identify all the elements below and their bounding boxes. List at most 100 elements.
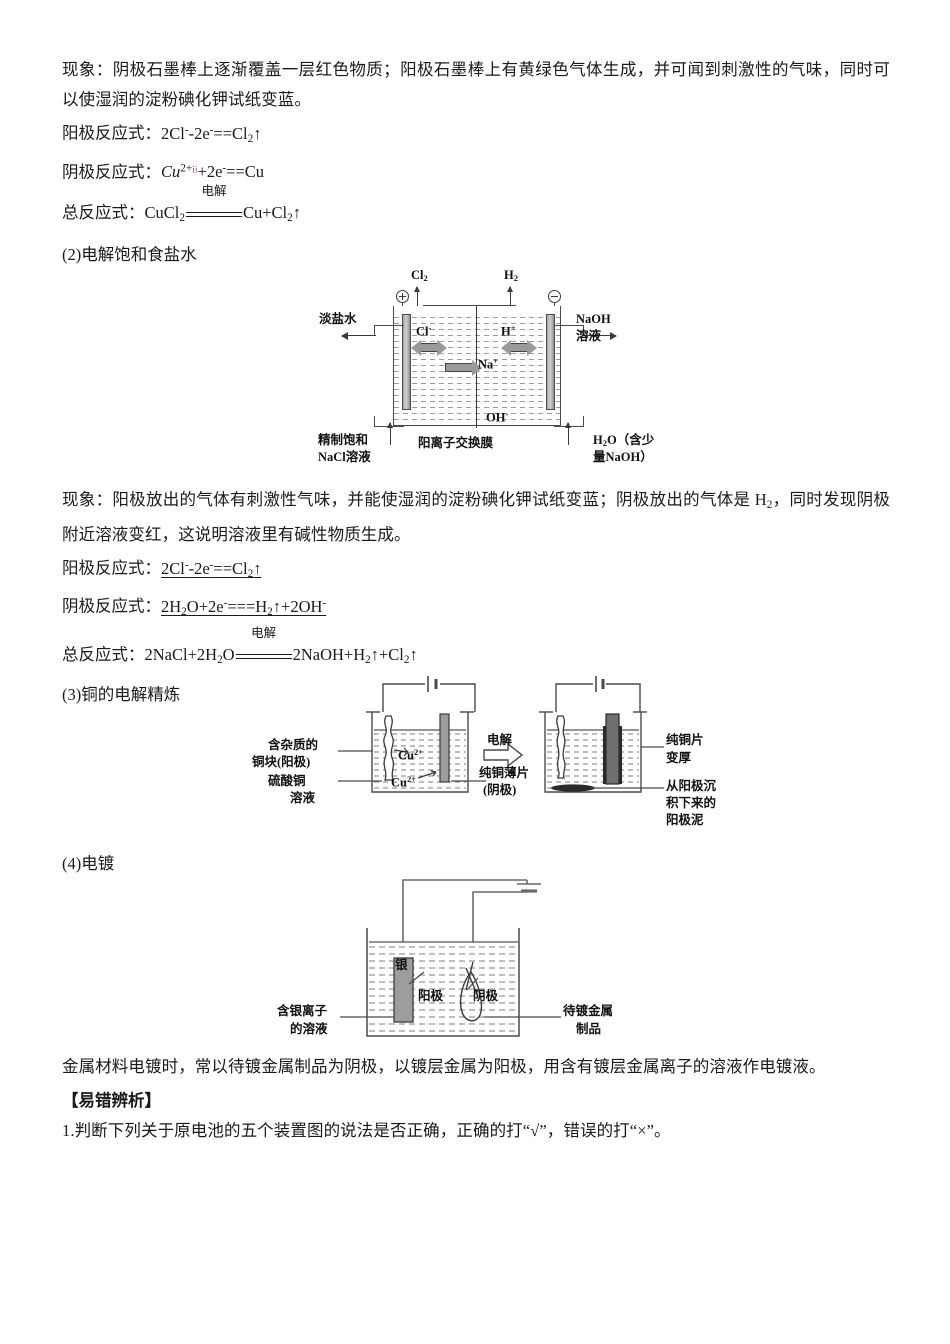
thickened-cathode	[605, 713, 620, 785]
anode-equation-2: 2Cl--2e-==Cl2↑	[161, 558, 262, 580]
label-anode-mud-1: 从阳极沉	[666, 779, 717, 793]
pipe-top-left	[423, 305, 477, 307]
refining-drawing	[338, 676, 664, 793]
terminal-negative	[548, 290, 561, 303]
pipe-right-out-drop	[583, 325, 585, 335]
label-metal-product-1: 待镀金属	[563, 1004, 614, 1018]
heading-2: (2)电解饱和食盐水	[62, 245, 197, 265]
section-title-analysis: 【易错辨析】	[62, 1091, 161, 1110]
label-cl2-gas: Cl2	[411, 268, 428, 284]
terminal-positive	[396, 290, 409, 303]
label-ion-na: Na+	[478, 356, 499, 372]
reaction-arrow-electrolysis: 电解	[185, 185, 242, 223]
label-thicker-copper-2: 变厚	[666, 751, 692, 765]
label-copper-sulfate-2: 溶液	[290, 791, 316, 805]
label-membrane: 阳离子交换膜	[418, 436, 494, 450]
label-metal-product-2: 制品	[576, 1022, 602, 1036]
label-silver-solution-1: 含银离子	[277, 1004, 328, 1018]
arrow-cl2-up	[413, 286, 422, 313]
label-impure-copper-2: 铜块(阳极)	[252, 755, 311, 769]
pipe-left-in-rise	[374, 416, 376, 427]
anode-label-2: 阳极反应式：	[62, 558, 161, 578]
label-dilute-brine: 淡盐水	[319, 312, 357, 326]
phenomenon-sub-2: 2	[766, 498, 773, 511]
pipe-top-right	[476, 305, 516, 307]
label-brine-in-line1: 精制饱和	[318, 433, 369, 447]
arrow-dilute-brine-out	[341, 330, 376, 342]
anode-equation-row-1: 阳极反应式：2Cl--2e-==Cl2↑	[62, 115, 890, 154]
text-content-2: 现象：阳极放出的气体有刺激性气味，并能使湿润的淀粉碘化钾试纸变蓝；阴极放出的气体…	[62, 485, 890, 710]
label-cu-ion-1: Cu2+	[398, 747, 424, 763]
label-anode-mud-2: 积下来的	[666, 796, 717, 810]
label-naoh-line1: NaOH	[576, 312, 611, 326]
figure-electroplating-silver: 银 阳极 阴极 含银离子 的溶液 待镀金属 制品	[277, 872, 665, 1044]
impure-copper-anode	[383, 715, 395, 781]
label-ion-h: H+	[501, 323, 516, 339]
metal-product-cathode	[459, 961, 483, 1022]
cathode-deposit-right	[619, 726, 622, 784]
arrow-h2-up	[506, 286, 515, 313]
arrow-water-in	[564, 422, 573, 445]
phenomenon-text-2a: 阳极放出的气体有刺激性气味，并能使湿润的淀粉碘化钾试纸变蓝；阴极放出的气体是 H	[112, 490, 767, 509]
text-content: 现象：阴极石墨棒上逐渐覆盖一层红色物质；阳极石墨棒上有黄绿色气体生成，并可闻到刺…	[62, 55, 890, 270]
overall-label-2: 总反应式：	[62, 644, 145, 664]
phenomenon-text-2b: ，同时发现阴极附近溶液变红，这说明溶液里有碱性物质生成。	[62, 490, 891, 544]
cathode-equation-row-2: 阴极反应式：2H2O+2e-===H2↑+2OH-	[62, 588, 890, 627]
arrow-ion-na	[445, 359, 482, 376]
thinned-anode	[556, 715, 566, 779]
electrode-cathode	[546, 314, 555, 410]
cathode-equation-row-1: 阴极反应式：Cu2+ii+2e-==Cu	[62, 154, 890, 188]
label-copper-sulfate-1: 硫酸铜	[268, 774, 306, 788]
arrow-ion-h	[501, 339, 537, 356]
leader-anode-pointer	[408, 971, 425, 985]
pipe-right-out	[554, 325, 584, 327]
label-brine-in-line2: NaCl溶液	[318, 450, 371, 464]
phenomenon-label-1: 现象：	[62, 60, 113, 79]
label-naoh-line2: 溶液	[576, 329, 602, 343]
question-1: 1.判断下列关于原电池的五个装置图的说法是否正确，正确的打“√”，错误的打“×”…	[62, 1121, 671, 1140]
arrow-naoh-out	[582, 330, 617, 342]
phenomenon-paragraph-1: 现象：阴极石墨棒上逐渐覆盖一层红色物质；阳极石墨棒上有黄绿色气体生成，并可闻到刺…	[62, 55, 890, 115]
label-cu-ion-2: Cu2+	[391, 774, 417, 790]
label-anode-mud-3: 阳极泥	[666, 813, 704, 827]
label-silver-electrode: 银	[395, 958, 408, 972]
figure-membrane-electrolysis-cell: Cl2 H2 淡盐水 NaOH 溶液 Cl- H+	[318, 268, 654, 480]
pure-copper-cathode-thin	[439, 713, 450, 783]
anode-equation-1: 2Cl--2e-==Cl2↑	[161, 123, 262, 145]
reaction-arrow-electrolysis-2: 电解	[235, 627, 292, 665]
cathode-equation-2: 2H2O+2e-===H2↑+2OH-	[161, 597, 327, 618]
label-water-in-line1: H2O（含少	[593, 433, 655, 449]
label-impure-copper-1: 含杂质的	[268, 738, 319, 752]
figure-copper-electrorefining: 含杂质的 铜块(阳极) 硫酸铜 溶液 Cu2+ Cu2+ 电解 纯铜薄片 (阴极…	[252, 668, 716, 848]
silver-anode-bar	[393, 957, 414, 1023]
pipe-left-out-drop	[374, 325, 376, 335]
label-ion-oh: OH-	[486, 409, 509, 425]
label-water-in-line2: 量NaOH）	[593, 450, 653, 464]
phenomenon-paragraph-2: 现象：阳极放出的气体有刺激性气味，并能使湿润的淀粉碘化钾试纸变蓝；阴极放出的气体…	[62, 485, 890, 550]
closing-paragraph: 金属材料电镀时，常以待镀金属制品为阴极，以镀层金属为阳极，用含有镀层金属离子的溶…	[62, 1057, 826, 1076]
text-content-4: 金属材料电镀时，常以待镀金属制品为阴极，以镀层金属为阳极，用含有镀层金属离子的溶…	[62, 1052, 890, 1146]
label-ion-cl: Cl-	[416, 323, 432, 339]
heading-3: (3)铜的电解精炼	[62, 684, 181, 704]
label-silver-solution-2: 的溶液	[290, 1022, 328, 1036]
phenomenon-label-2: 现象：	[62, 490, 113, 509]
label-cathode: 阴极	[473, 989, 499, 1003]
label-h2-gas: H2	[504, 268, 518, 284]
label-pure-copper-sheet-1: 纯铜薄片	[479, 766, 530, 780]
spellcheck-mark: ii	[192, 164, 198, 176]
label-process-electrolysis: 电解	[487, 733, 513, 747]
anode-mud	[551, 784, 595, 792]
plating-liquid	[368, 941, 518, 1035]
electrode-anode	[402, 314, 411, 410]
phenomenon-text-1: 阴极石墨棒上逐渐覆盖一层红色物质；阳极石墨棒上有黄绿色气体生成，并可闻到刺激性的…	[62, 60, 890, 109]
cathode-deposit-left	[603, 726, 606, 784]
overall-label-1: 总反应式：	[62, 203, 145, 223]
label-pure-copper-sheet-2: (阴极)	[483, 783, 517, 797]
cathode-equation-1: Cu2+ii+2e-==Cu	[161, 162, 265, 182]
anode-label-1: 阳极反应式：	[62, 123, 161, 143]
